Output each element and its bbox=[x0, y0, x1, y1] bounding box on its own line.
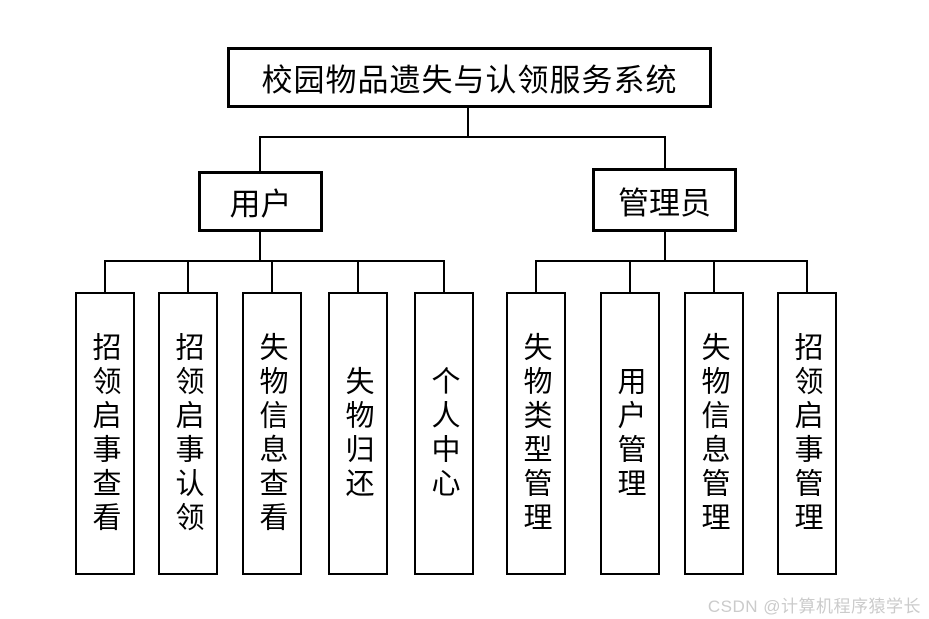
connector-user-stem-bottom bbox=[259, 232, 261, 262]
branch-node-admin: 管理员 bbox=[592, 168, 737, 232]
connector-leaf7-stem bbox=[629, 260, 631, 292]
branch-node-user: 用户 bbox=[198, 171, 323, 232]
connector-admin-stem-top bbox=[664, 136, 666, 168]
leaf-node-claim-notice-mgmt: 招领启事管理 bbox=[777, 292, 837, 575]
leaf-node-lost-item-return: 失物归还 bbox=[328, 292, 388, 575]
connector-root-stem bbox=[467, 107, 469, 138]
connector-leaf3-stem bbox=[271, 260, 273, 292]
csdn-watermark: CSDN @计算机程序猿学长 bbox=[707, 597, 921, 616]
connector-leaf4-stem bbox=[357, 260, 359, 292]
connector-leaf8-stem bbox=[713, 260, 715, 292]
leaf-node-user-mgmt: 用户管理 bbox=[600, 292, 660, 575]
leaf-node-lost-item-type-mgmt: 失物类型管理 bbox=[506, 292, 566, 575]
connector-user-stem-top bbox=[259, 136, 261, 171]
leaf-node-personal-center: 个人中心 bbox=[414, 292, 474, 575]
connector-admin-stem-bottom bbox=[664, 232, 666, 262]
connector-leaf2-stem bbox=[187, 260, 189, 292]
leaf-node-lost-item-info-view: 失物信息查看 bbox=[242, 292, 302, 575]
connector-user-children-horizontal bbox=[104, 260, 445, 262]
connector-leaf1-stem bbox=[104, 260, 106, 292]
root-node-system-title: 校园物品遗失与认领服务系统 bbox=[227, 47, 712, 108]
leaf-node-claim-notice-view: 招领启事查看 bbox=[75, 292, 135, 575]
connector-leaf6-stem bbox=[535, 260, 537, 292]
connector-leaf9-stem bbox=[806, 260, 808, 292]
connector-level1-horizontal bbox=[259, 136, 666, 138]
leaf-node-lost-item-info-mgmt: 失物信息管理 bbox=[684, 292, 744, 575]
connector-admin-children-horizontal bbox=[535, 260, 808, 262]
leaf-node-claim-notice-claim: 招领启事认领 bbox=[158, 292, 218, 575]
connector-leaf5-stem bbox=[443, 260, 445, 292]
